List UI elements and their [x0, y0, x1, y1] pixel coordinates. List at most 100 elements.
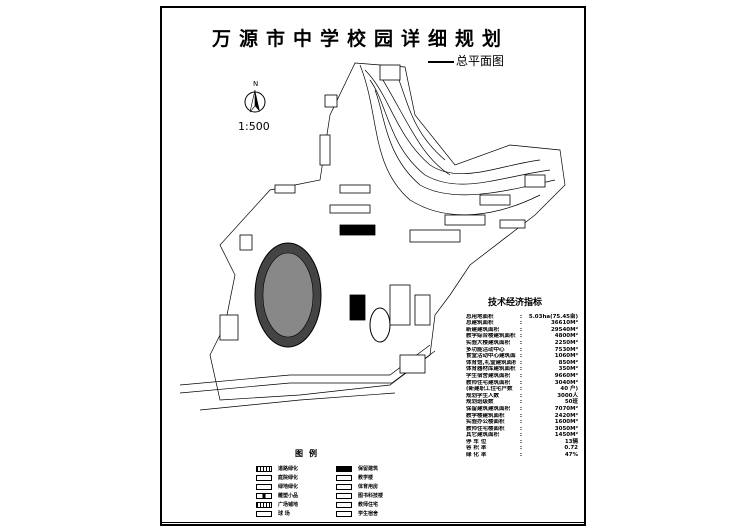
site-plan-map [180, 62, 566, 411]
legend-item: 雕塑小品 [256, 492, 336, 499]
tech-row: 食堂活动中心建筑面积:1060M² [466, 353, 584, 360]
legend-item: 广场铺地 [256, 501, 336, 508]
tech-colon: : [519, 353, 523, 360]
legend-swatch [336, 492, 352, 499]
tech-key: 总建筑面积 [466, 320, 494, 327]
tech-colon: : [519, 346, 523, 353]
legend-title: 图例 [295, 449, 323, 458]
tech-value: 7070M² [554, 405, 578, 412]
tech-row: 保留建筑建筑面积:7070M² [466, 406, 584, 413]
tech-row: (新建职工住宅户数: 40 户) [466, 386, 584, 393]
legend-label: 教学楼 [358, 475, 374, 481]
tech-key: 规划班级数 [466, 399, 494, 406]
tech-colon: : [519, 432, 523, 439]
legend-item: 绿地绿化 [256, 483, 336, 490]
tech-colon: : [519, 326, 523, 333]
tech-row: 教学综合楼建筑面积:4800M² [466, 333, 584, 340]
tech-colon: : [519, 445, 523, 452]
legend-label: 球 场 [278, 511, 290, 517]
legend-item: 庭院绿化 [256, 474, 336, 481]
legend-label: 庭院绿化 [278, 475, 299, 481]
tech-row: 教学楼建筑面积: 2420M² [466, 413, 584, 420]
tech-row: 实验大楼建筑面积:2250M² [466, 340, 584, 347]
tech-colon: : [519, 333, 523, 340]
legend-item: 教学楼 [336, 474, 416, 481]
tech-key: 总用地面积 [466, 313, 494, 320]
legend-label: 雕塑小品 [278, 493, 299, 499]
tech-row: 规划班级数:50班 [466, 399, 584, 406]
tech-key: 教师住宅建筑面积 [466, 379, 511, 386]
drawing-title: 万源市中学校园详细规划 [212, 28, 510, 50]
tech-value: 36610M² [550, 320, 578, 327]
tech-key: (新建职工住宅户数 [466, 386, 513, 393]
legend-label: 体育用房 [358, 484, 379, 490]
drawing-frame [160, 6, 586, 526]
legend-swatch [256, 492, 272, 499]
tech-key: 容 积 率 [466, 445, 487, 452]
tech-value: 13辆 [564, 438, 578, 445]
bottom-rule [162, 522, 584, 523]
tech-value: 3000人 [557, 392, 578, 399]
legend-swatch [256, 465, 272, 472]
tech-colon: : [519, 425, 523, 432]
tech-row: 教师住宅建筑面积:3040M² [466, 380, 584, 387]
legend-swatch [336, 465, 352, 472]
tech-value: 1060M² [554, 353, 578, 360]
legend-swatch [256, 483, 272, 490]
legend-swatch [336, 483, 352, 490]
legend-swatch [336, 501, 352, 508]
tech-row: 规划学生人数:3000人 [466, 393, 584, 400]
tech-indicators-table: 技术经济指标 总用地面积:5.03ha(75.45亩)总建筑面积: 36610M²… [466, 298, 584, 459]
tech-key: 教学综合楼建筑面积 [466, 333, 516, 340]
tech-key: 停 车 位 [466, 438, 487, 445]
tech-value: 9660M² [554, 372, 578, 379]
tech-value: 0.72 [564, 445, 578, 452]
tech-key: 多功能活动中心 [466, 346, 505, 353]
tech-colon: : [519, 320, 523, 327]
tech-key: 实验大楼建筑面积 [466, 339, 511, 346]
tech-value: 40 户) [560, 386, 578, 393]
legend-label: 教师住宅 [358, 502, 379, 508]
tech-row: 多功能活动中心:7530M² [466, 347, 584, 354]
legend-swatch [256, 474, 272, 481]
legend-label: 道路绿化 [278, 466, 299, 472]
tech-value: 29540M² [550, 326, 578, 333]
legend-label: 绿地绿化 [278, 484, 299, 490]
tech-row: 总用地面积:5.03ha(75.45亩) [466, 314, 584, 321]
legend: 道路绿化保留建筑庭院绿化教学楼绿地绿化体育用房雕塑小品图书科技楼广场铺地教师住宅… [256, 465, 416, 517]
legend-item: 教师住宅 [336, 501, 416, 508]
tech-colon: : [519, 438, 523, 445]
legend-label: 图书科技楼 [358, 493, 384, 499]
tech-heading: 技术经济指标 [488, 298, 543, 308]
tech-value: 1600M² [554, 419, 578, 426]
tech-value: 2420M² [554, 412, 578, 419]
legend-item: 球 场 [256, 510, 336, 517]
legend-swatch [256, 501, 272, 508]
scale-label: 1:500 [238, 120, 270, 133]
tech-value: 350M² [558, 366, 578, 373]
tech-key: 教学楼建筑面积 [466, 412, 505, 419]
legend-swatch [336, 510, 352, 517]
tech-value: 850M² [558, 359, 578, 366]
legend-item: 图书科技楼 [336, 492, 416, 499]
tech-row: 绿 化 率:47% [466, 452, 584, 459]
tech-colon: : [519, 313, 523, 320]
legend-item: 道路绿化 [256, 465, 336, 472]
legend-label: 学生宿舍 [358, 511, 379, 517]
tech-value: 50班 [564, 399, 578, 406]
legend-item: 学生宿舍 [336, 510, 416, 517]
tech-colon: : [519, 386, 523, 393]
tech-colon: : [519, 372, 523, 379]
tech-row: 实验办公楼面积: 1600M² [466, 419, 584, 426]
tech-key: 实验办公楼面积 [466, 419, 505, 426]
tech-colon: : [519, 419, 523, 426]
tech-colon: : [519, 412, 523, 419]
tech-row: 总建筑面积: 36610M² [466, 320, 584, 327]
tech-colon: : [519, 392, 523, 399]
tech-row: 学生宿舍建筑面积:9660M² [466, 373, 584, 380]
tech-key: 体育器材库建筑面积 [466, 366, 516, 373]
legend-item: 体育用房 [336, 483, 416, 490]
tech-colon: : [519, 366, 523, 373]
tech-row: 停 车 位: 13辆 [466, 439, 584, 446]
north-arrow-icon: N [244, 80, 266, 113]
